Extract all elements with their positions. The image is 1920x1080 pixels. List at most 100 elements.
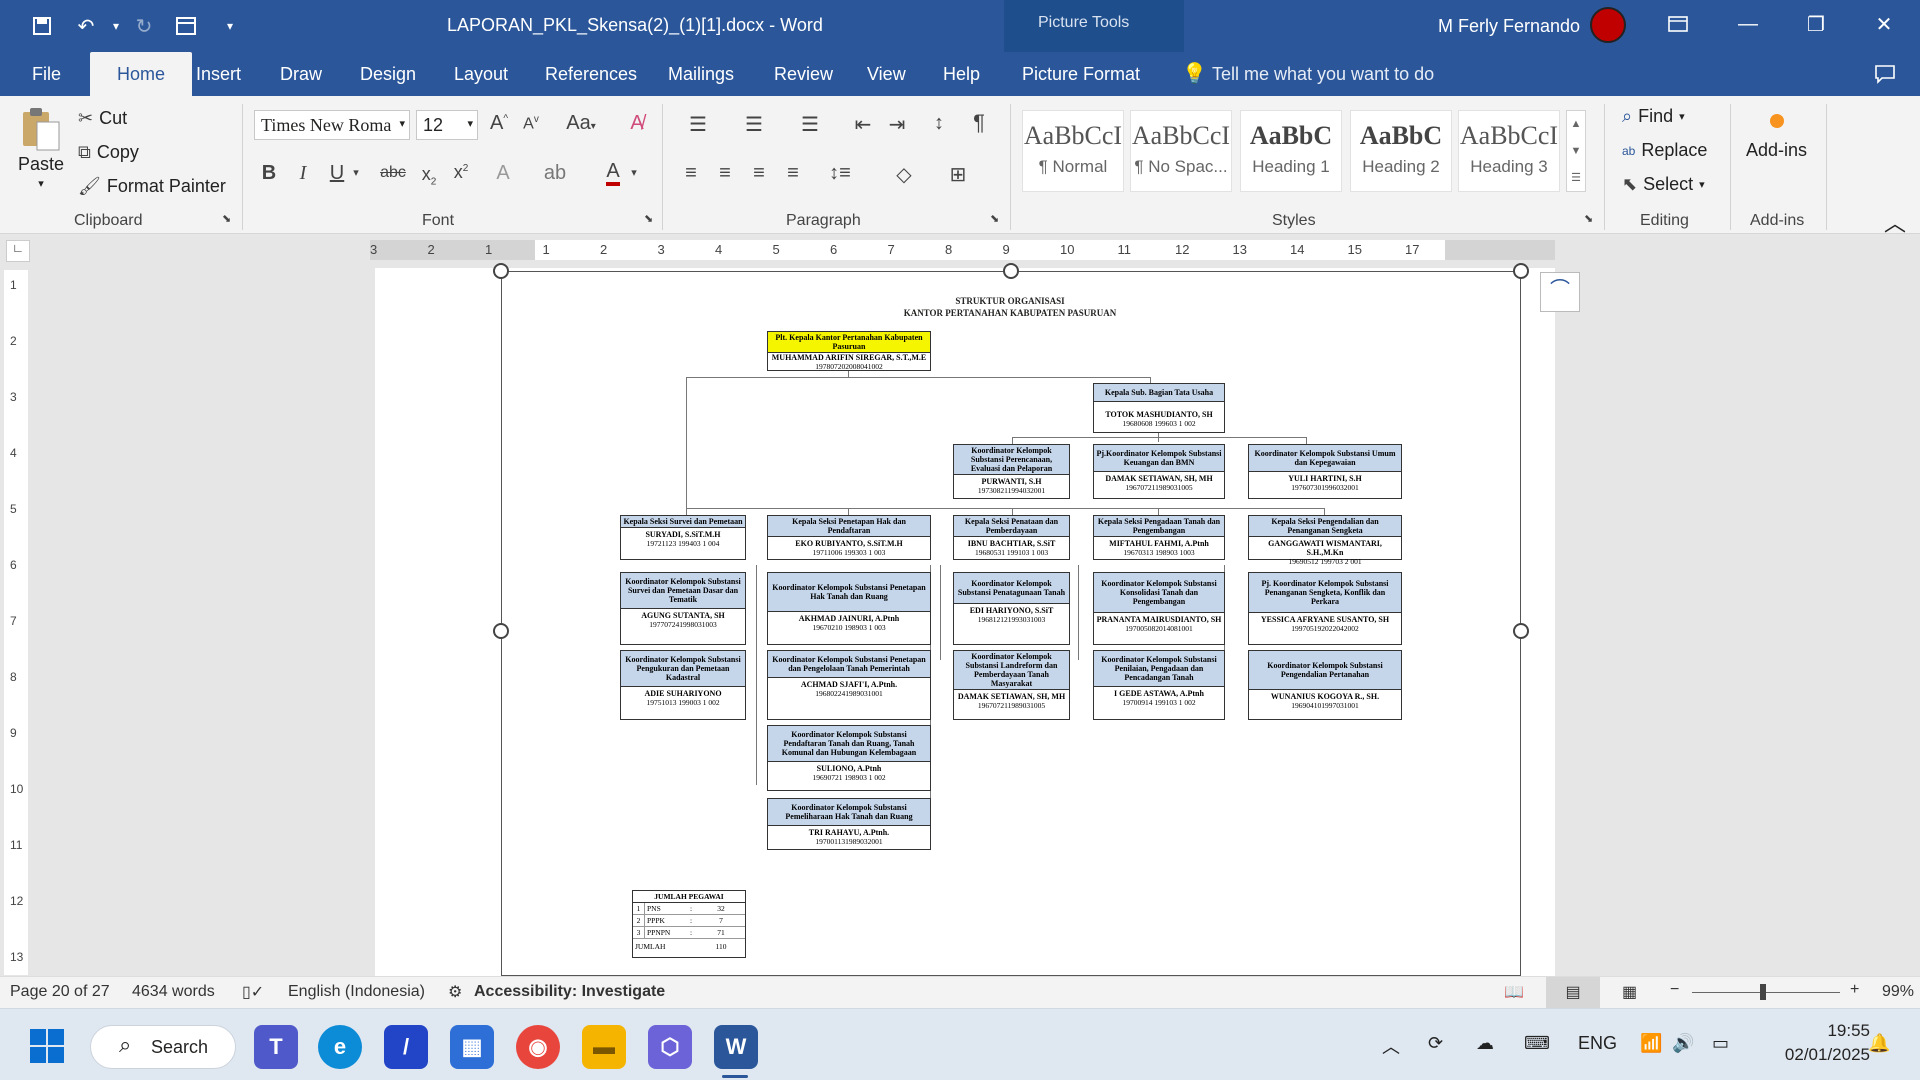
tell-me-search[interactable]: Tell me what you want to do	[1212, 64, 1435, 84]
clock-date[interactable]: 02/01/2025	[1784, 1045, 1870, 1064]
show-formatting-icon[interactable]: ¶	[973, 110, 985, 135]
tab-draw[interactable]: Draw	[280, 64, 323, 84]
underline-icon[interactable]: U	[329, 162, 345, 184]
clipboard-launcher-icon[interactable]: ⬊	[222, 213, 232, 225]
cloud-icon[interactable]: ☁	[1476, 1033, 1494, 1053]
resize-handle[interactable]	[1003, 263, 1019, 279]
avatar[interactable]	[1590, 7, 1626, 43]
tab-help[interactable]: Help	[943, 64, 981, 84]
word-count[interactable]: 4634 words	[132, 983, 215, 1000]
tab-layout[interactable]: Layout	[454, 64, 509, 84]
find-button[interactable]: ⌕Find▾	[1622, 106, 1685, 127]
resize-handle[interactable]	[493, 623, 509, 639]
save-icon[interactable]	[26, 10, 58, 42]
notification-bell-icon[interactable]: 🔔	[1868, 1033, 1891, 1053]
tab-home[interactable]: Home	[90, 52, 192, 96]
underline-dropdown-icon[interactable]: ▾	[353, 167, 359, 179]
web-layout-icon[interactable]: ▦	[1622, 984, 1638, 1001]
layout-options-icon[interactable]: ⌒	[1540, 272, 1580, 312]
select-dropdown-icon[interactable]: ▾	[1699, 179, 1705, 191]
keyboard-icon[interactable]: ⌨	[1524, 1033, 1550, 1053]
undo-dropdown-icon[interactable]: ▾	[112, 19, 120, 33]
change-case-icon[interactable]: Aa▾	[566, 112, 596, 134]
tab-review[interactable]: Review	[774, 64, 834, 84]
highlight-icon[interactable]: ab	[543, 162, 567, 184]
redo-icon[interactable]: ↻	[135, 15, 153, 38]
sync-icon[interactable]: ⟳	[1428, 1033, 1444, 1053]
align-left-icon[interactable]: ≡	[685, 162, 697, 184]
align-center-icon[interactable]: ≡	[719, 162, 731, 184]
resize-handle[interactable]	[1513, 623, 1529, 639]
font-color-dropdown-icon[interactable]: ▾	[631, 167, 637, 179]
input-language[interactable]: ENG	[1578, 1033, 1618, 1053]
chevron-up-icon[interactable]: ︿	[1382, 1037, 1400, 1057]
tab-insert[interactable]: Insert	[196, 64, 242, 84]
font-size-dropdown-icon[interactable]: ▾	[467, 118, 473, 130]
lightbulb-icon[interactable]: 💡	[1182, 63, 1207, 85]
file-explorer-icon[interactable]: ▬	[582, 1025, 626, 1069]
volume-icon[interactable]: 🔊	[1672, 1033, 1695, 1053]
taskbar-search[interactable]: ⌕ Search	[90, 1025, 236, 1069]
teams-icon[interactable]: T	[254, 1025, 298, 1069]
proofing-icon[interactable]: ▯✓	[242, 984, 265, 1001]
line-spacing-icon[interactable]: ↕≡	[829, 162, 851, 184]
undo-icon[interactable]: ↶	[77, 15, 95, 38]
font-launcher-icon[interactable]: ⬊	[644, 213, 654, 225]
subscript-icon[interactable]: x2	[421, 164, 437, 188]
add-ins-button[interactable]: Add-ins	[1746, 114, 1807, 161]
customize-qat-icon[interactable]: ▾	[226, 19, 234, 33]
tab-view[interactable]: View	[867, 64, 906, 84]
zoom-slider-thumb[interactable]	[1760, 984, 1766, 1000]
copilot-icon[interactable]: ⬡	[648, 1025, 692, 1069]
numbering-icon[interactable]: ☰	[745, 114, 763, 136]
find-dropdown-icon[interactable]: ▾	[1679, 111, 1685, 123]
tab-mailings[interactable]: Mailings	[668, 64, 735, 84]
italic-icon[interactable]: I	[299, 162, 307, 184]
copy-button[interactable]: ⧉Copy	[78, 142, 139, 163]
strikethrough-icon[interactable]: abc	[380, 164, 406, 181]
font-color-icon[interactable]: A	[598, 160, 628, 186]
tab-picture-format[interactable]: Picture Format	[1022, 64, 1141, 84]
accessibility-status[interactable]: Accessibility: Investigate	[474, 983, 666, 1000]
page-count[interactable]: Page 20 of 27	[10, 983, 110, 1000]
battery-icon[interactable]: ▭	[1712, 1033, 1730, 1053]
word-icon[interactable]: W	[714, 1025, 758, 1069]
borders-icon[interactable]: ⊞	[949, 164, 967, 186]
text-effects-icon[interactable]: A	[496, 162, 510, 184]
shading-icon[interactable]: ◇	[896, 164, 912, 186]
zoom-in-icon[interactable]: +	[1850, 981, 1860, 998]
style-no-spacing[interactable]: AaBbCcI¶ No Spac...	[1130, 110, 1232, 192]
font-name-dropdown-icon[interactable]: ▾	[399, 118, 405, 130]
select-button[interactable]: ⬉Select▾	[1622, 174, 1705, 195]
tab-file[interactable]: File	[32, 64, 62, 84]
zoom-slider[interactable]	[1692, 992, 1840, 993]
cut-button[interactable]: ✂Cut	[78, 108, 127, 129]
collapse-ribbon-icon[interactable]: ︿	[1884, 211, 1907, 236]
shrink-font-icon[interactable]: Av	[523, 114, 539, 133]
decrease-indent-icon[interactable]: ⇤	[854, 114, 872, 136]
bullets-icon[interactable]: ☰	[689, 114, 707, 136]
minimize-icon[interactable]: —	[1738, 12, 1758, 35]
styles-scroll[interactable]: ▲▼☰	[1566, 110, 1586, 192]
resize-handle[interactable]	[1513, 263, 1529, 279]
increase-indent-icon[interactable]: ⇥	[888, 114, 906, 136]
style-normal[interactable]: AaBbCcI¶ Normal	[1022, 110, 1124, 192]
tab-selector-icon[interactable]: ∟	[6, 240, 30, 262]
close-icon[interactable]: ✕	[1875, 13, 1893, 36]
zoom-out-icon[interactable]: −	[1670, 981, 1680, 998]
styles-launcher-icon[interactable]: ⬊	[1584, 213, 1594, 225]
print-layout-icon[interactable]: ▤	[1546, 977, 1600, 1008]
start-icon[interactable]	[30, 1029, 64, 1063]
drawing-app-icon[interactable]: /	[384, 1025, 428, 1069]
multilevel-list-icon[interactable]: ☰	[801, 114, 819, 136]
edge-icon[interactable]: e	[318, 1025, 362, 1069]
comments-icon[interactable]	[1868, 52, 1902, 96]
clear-formatting-icon[interactable]: A̸	[630, 112, 644, 134]
superscript-icon[interactable]: x2	[453, 162, 469, 182]
